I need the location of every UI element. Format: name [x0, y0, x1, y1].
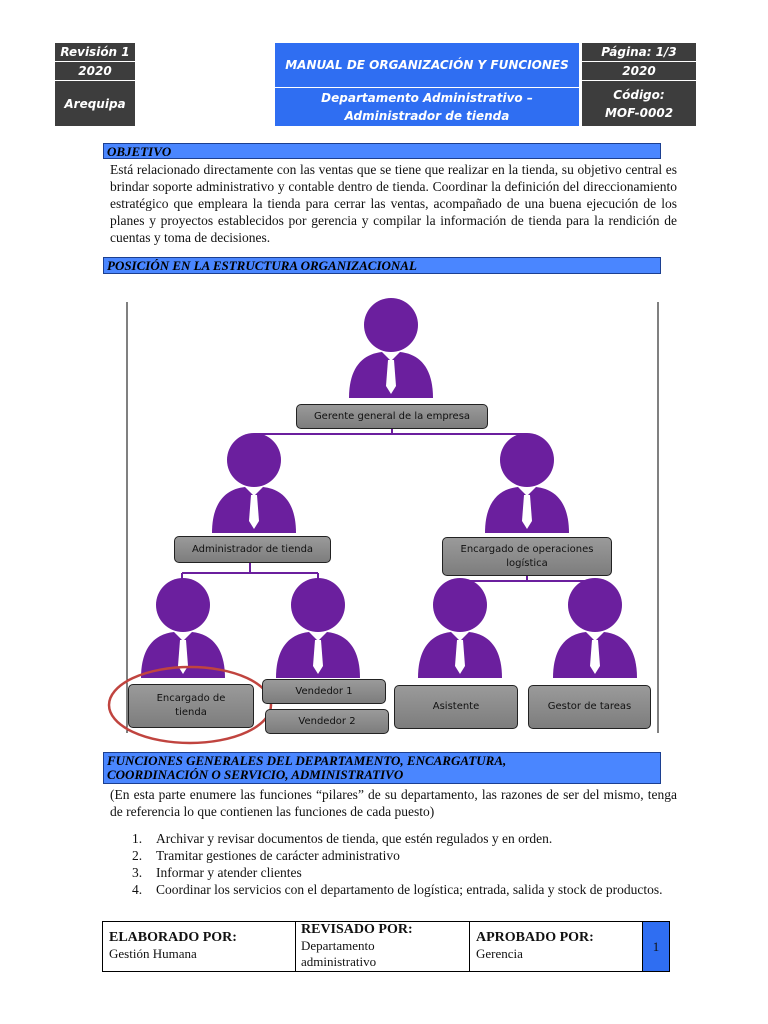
- list-item: 4. Coordinar los servicios con el departa…: [110, 881, 677, 898]
- org-box-seller-2: Vendedor 2: [265, 709, 389, 734]
- person-icon-top: [349, 298, 433, 398]
- person-icon-store-manager: [141, 578, 225, 678]
- revision-label: Revisión 1: [60, 45, 130, 59]
- list-text: Archivar y revisar documentos de tienda,…: [156, 831, 553, 846]
- org-box-logistics: Encargado de operaciones logística: [442, 537, 612, 576]
- year-right-cell: 2020: [582, 62, 696, 80]
- city-cell: Arequipa: [55, 81, 135, 126]
- code-label: Código:: [613, 87, 665, 102]
- year-left-cell: 2020: [55, 62, 135, 80]
- list-text: Tramitar gestiones de carácter administr…: [156, 848, 400, 863]
- revision-cell: Revisión 1: [55, 43, 135, 61]
- code-value: MOF-0002: [604, 105, 674, 120]
- objective-text: Está relacionado directamente con las ve…: [110, 162, 677, 245]
- org-box-store-manager: Encargado de tienda: [128, 684, 254, 728]
- approved-value: Gerencia: [476, 946, 523, 961]
- org-label-store-manager-1: Encargado de: [156, 693, 226, 704]
- org-box-task-manager: Gestor de tareas: [528, 685, 651, 729]
- person-icon-admin: [212, 433, 296, 533]
- list-number: 2.: [132, 848, 143, 863]
- code-cell: Código: MOF-0002: [582, 81, 696, 126]
- org-label-logistics-2: logística: [506, 557, 548, 569]
- org-label-assistant: Asistente: [432, 701, 480, 712]
- list-number: 4.: [132, 882, 143, 897]
- org-label-seller-2: Vendedor 2: [298, 715, 356, 727]
- functions-heading: FUNCIONES GENERALES DEL DEPARTAMENTO, EN…: [103, 752, 661, 784]
- list-item: 2. Tramitar gestiones de carácter adminis…: [110, 847, 677, 864]
- org-box-seller-1: Vendedor 1: [262, 679, 386, 704]
- org-label-store-manager-2: tienda: [175, 707, 207, 718]
- functions-heading-line2: COORDINACIÓN O SERVICIO, ADMINISTRATIVO: [107, 767, 404, 782]
- person-icon-logistics: [485, 433, 569, 533]
- list-text: Informar y atender clientes: [156, 865, 302, 880]
- city: Arequipa: [64, 96, 126, 111]
- position-heading-text: POSICIÓN EN LA ESTRUCTURA ORGANIZACIONAL: [107, 258, 417, 273]
- reviewed-label: REVISADO POR:: [301, 922, 413, 937]
- approved-label: APROBADO POR:: [476, 930, 594, 945]
- manual-title: MANUAL DE ORGANIZACIÓN Y FUNCIONES: [285, 58, 569, 72]
- person-icon-task-manager: [553, 578, 637, 678]
- org-box-general-manager: Gerente general de la empresa: [296, 404, 488, 429]
- functions-intro: (En esta parte enumere las funciones “pi…: [110, 787, 677, 819]
- year-left: 2020: [78, 64, 112, 78]
- org-label-general-manager: Gerente general de la empresa: [313, 410, 471, 422]
- year-right: 2020: [622, 64, 656, 78]
- org-box-assistant: Asistente: [394, 685, 518, 729]
- org-label-admin: Administrador de tienda: [191, 543, 314, 555]
- list-number: 3.: [132, 865, 143, 880]
- footer-reviewed: REVISADO POR: Departamento administrativ…: [295, 921, 470, 972]
- list-number: 1.: [132, 831, 143, 846]
- person-icon-assistant: [418, 578, 502, 678]
- prepared-value: Gestión Humana: [109, 946, 197, 961]
- footer-prepared: ELABORADO POR: Gestión Humana: [102, 921, 296, 972]
- page-label: Página: 1/3: [601, 45, 677, 59]
- person-icon-sellers: [276, 578, 360, 678]
- list-item: 3. Informar y atender clientes: [110, 864, 677, 881]
- page-cell: Página: 1/3: [582, 43, 696, 61]
- prepared-label: ELABORADO POR:: [109, 930, 237, 945]
- footer-approved: APROBADO POR: Gerencia: [469, 921, 643, 972]
- functions-list: 1. Archivar y revisar documentos de tiend…: [110, 830, 677, 898]
- org-label-seller-1: Vendedor 1: [295, 685, 353, 697]
- org-label-task-manager: Gestor de tareas: [547, 701, 632, 712]
- subtitle-line1: Departamento Administrativo –: [321, 91, 533, 105]
- objective-heading-text: OBJETIVO: [107, 144, 172, 159]
- header-subtitle-cell: Departamento Administrativo – Administra…: [275, 88, 579, 126]
- reviewed-value-line1: Departamento: [301, 938, 375, 953]
- reviewed-value-line2: administrativo: [301, 954, 377, 969]
- org-box-admin: Administrador de tienda: [174, 536, 331, 563]
- position-heading: POSICIÓN EN LA ESTRUCTURA ORGANIZACIONAL: [103, 257, 661, 274]
- objective-heading: OBJETIVO: [103, 143, 661, 159]
- list-text: Coordinar los servicios con el departame…: [156, 882, 663, 897]
- footer-page-number: 1: [642, 921, 670, 972]
- subtitle-line2: Administrador de tienda: [344, 109, 510, 123]
- functions-heading-line1: FUNCIONES GENERALES DEL DEPARTAMENTO, EN…: [107, 753, 507, 768]
- header-title-cell: MANUAL DE ORGANIZACIÓN Y FUNCIONES: [275, 43, 579, 87]
- org-label-logistics-1: Encargado de operaciones: [460, 543, 594, 555]
- list-item: 1. Archivar y revisar documentos de tiend…: [110, 830, 677, 847]
- page-number: 1: [652, 938, 660, 954]
